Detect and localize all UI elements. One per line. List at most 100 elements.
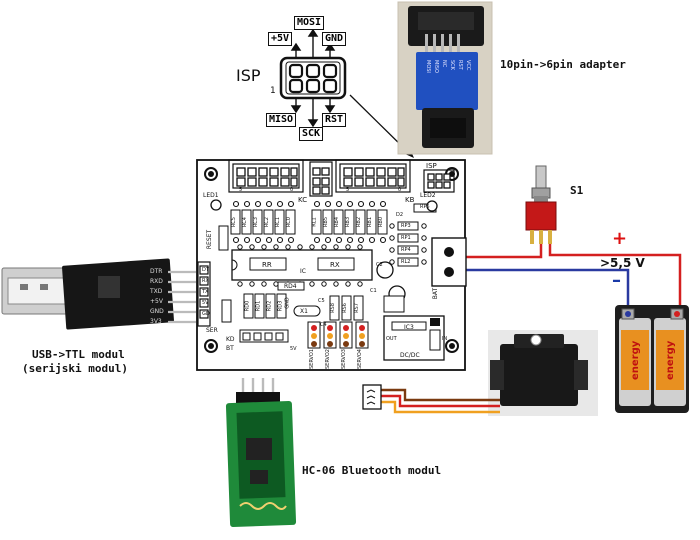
rb4-label: RB4 [334,216,341,228]
isp-pin-mosi-label: MOSI [294,16,325,30]
board-ic3-label: IC3 [404,324,414,331]
rc0-label: RC0 [285,217,292,227]
battery-brand-left: energy [630,340,641,380]
board-rr-label: RR [262,261,272,269]
rs7-label: RS7 [353,303,360,313]
svg-text:MISO: MISO [433,60,439,73]
board-left-pin-tx: TX [202,289,209,295]
board-bat-label: BAT [432,287,440,300]
usb-pin-dtr: DTR [150,268,163,275]
isp-pin-5v-label: +5V [268,32,293,46]
header-num-2: 0 [290,187,294,193]
board-rp4-label: RP4 [401,247,411,253]
servo-4-label: SERVO4 [356,349,363,369]
board-kb-label: KB [405,196,415,204]
board-left-pin-gd: GD [202,311,210,317]
board-ic-label: IC [300,268,306,275]
usb-pin-rxd: RXD [150,278,163,285]
header-num-4: 0 [398,187,402,193]
header-num-1: 5 [239,187,243,193]
board-led1-label: LED1 [203,192,219,199]
adapter-photo: MOSI MISO NC SCK RST VCC [397,1,493,155]
board-in-label: IN [442,336,448,342]
isp-pin-sck-label: SCK [299,127,324,141]
main-pcb-board [196,159,467,371]
svg-text:NC: NC [441,60,447,68]
board-reset-label: RESET [206,229,214,250]
bt-label: HC-06 Bluetooth modul [302,464,442,477]
rc3-label: RC3 [252,217,259,227]
board-kd-label: KD [226,336,235,343]
voltage-label: >5,5 V [600,256,645,270]
isp-pin-miso-label: MISO [266,113,297,127]
board-gnd-label: GND [284,297,291,309]
board-isp-label: ISP [426,162,437,170]
board-rp3-label: RP3 [401,223,411,229]
board-left-pin-dt: DT [202,267,209,273]
board-bt-label: BT [226,345,234,352]
board-rd4-label: RD4 [284,283,297,290]
board-c1-label: C1 [370,288,377,294]
isp-pin-gnd-label: GND [322,32,347,46]
svg-text:VCC: VCC [465,60,471,71]
board-rp5-label: RP5 [420,204,430,210]
minus-sign: – [612,270,621,291]
board-rl2-label: RL2 [401,259,411,265]
board-5v-label: 5V [290,346,297,352]
svg-text:RST: RST [457,60,463,71]
header-num-3: 5 [346,187,350,193]
board-c5-label: C5 [318,298,325,304]
servo-3-label: SERVO3 [340,349,347,369]
servo-wires [362,384,500,414]
svg-text:MOSI: MOSI [425,60,431,73]
board-dcdc-label: DC/DC [400,352,420,359]
rc1-label: RC1 [274,217,281,227]
rd2-label: RD2 [266,300,273,312]
board-ser-label: SER [206,327,218,334]
usb-label-line2: (serijski modul) [22,362,128,375]
adapter-label: 10pin->6pin adapter [500,58,626,71]
rb5-label: RB5 [323,216,330,228]
rc2-label: RC2 [263,217,270,227]
svg-text:SCK: SCK [449,60,455,71]
rc4-label: RC4 [241,217,248,227]
rs6-label: RS6 [341,303,348,313]
board-kc-label: KC [298,196,308,204]
servo-photo [488,330,598,416]
isp-pin-one-marker: 1 [270,86,276,96]
board-out-label: OUT [386,336,397,342]
servo-2-label: SERVO2 [324,349,331,369]
isp-title: ISP [236,66,261,85]
switch-s1 [525,165,557,244]
rd1-label: RD1 [255,300,262,312]
board-rp1-label: RP1 [401,235,411,241]
usb-pin-5v: +5V [150,298,163,305]
board-x1-label: X1 [300,308,308,315]
usb-ttl-module [1,258,196,330]
rs8-label: RS8 [329,303,336,313]
battery-brand-right: energy [665,340,676,380]
power-wires [466,244,682,312]
rd0-label: RD0 [244,300,251,312]
board-c4-label: C4 [320,322,327,328]
board-d2-label: D2 [396,212,404,218]
rc5-label: RC5 [230,217,237,227]
board-left-pin-rx: RX [202,278,209,284]
isp-pin-rst-label: RST [322,113,347,127]
isp-connector [279,28,347,128]
usb-pin-3v3: 3V3 [150,318,162,325]
board-led2-label: LED2 [420,192,436,199]
usb-pin-gnd: GND [150,308,164,315]
board-rx-label: RX [330,261,340,269]
rb3-label: RB3 [345,216,352,228]
board-c2-label: C2 [376,262,383,268]
switch-label: S1 [570,184,584,197]
rd3-label: RD3 [277,300,284,312]
board-left-pin-5v: 5V [202,300,209,306]
plus-sign: + [612,228,628,249]
rl1-label: RL1 [311,217,318,227]
usb-label-line1: USB->TTL modul [32,348,125,361]
rb2-label: RB2 [356,216,363,228]
